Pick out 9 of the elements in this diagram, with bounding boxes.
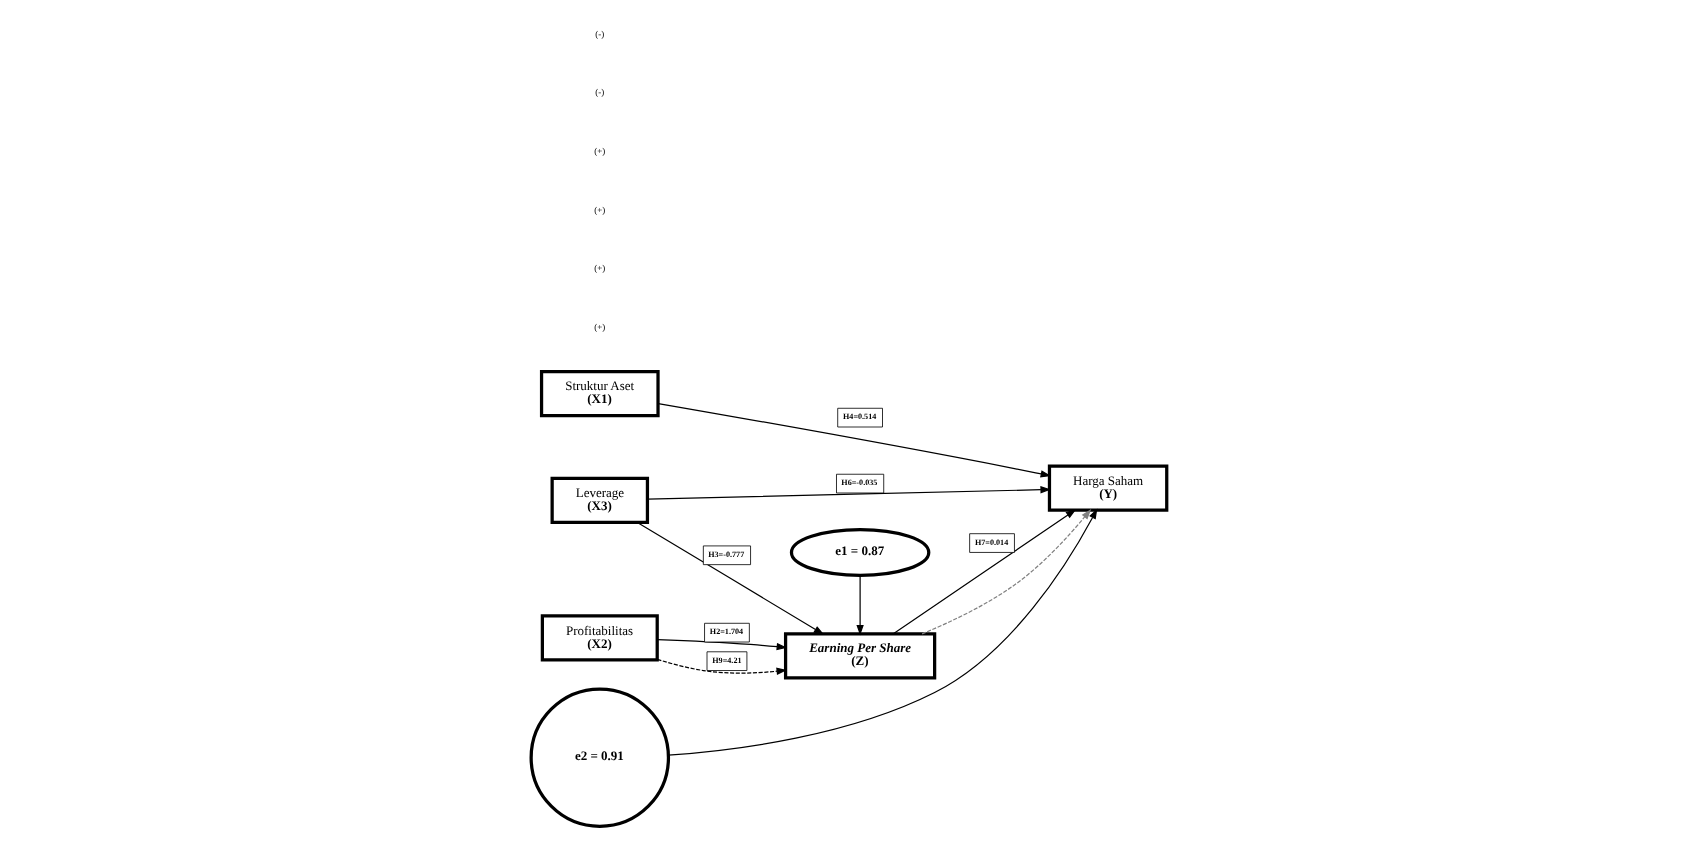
arrow — [636, 521, 825, 635]
arrow — [856, 575, 864, 636]
arrow — [667, 508, 1098, 756]
arrow — [921, 509, 1092, 635]
arrow — [647, 486, 1051, 500]
arrow — [656, 658, 788, 675]
arrow — [892, 509, 1077, 635]
arrow — [657, 402, 1052, 478]
arrow — [656, 639, 788, 651]
